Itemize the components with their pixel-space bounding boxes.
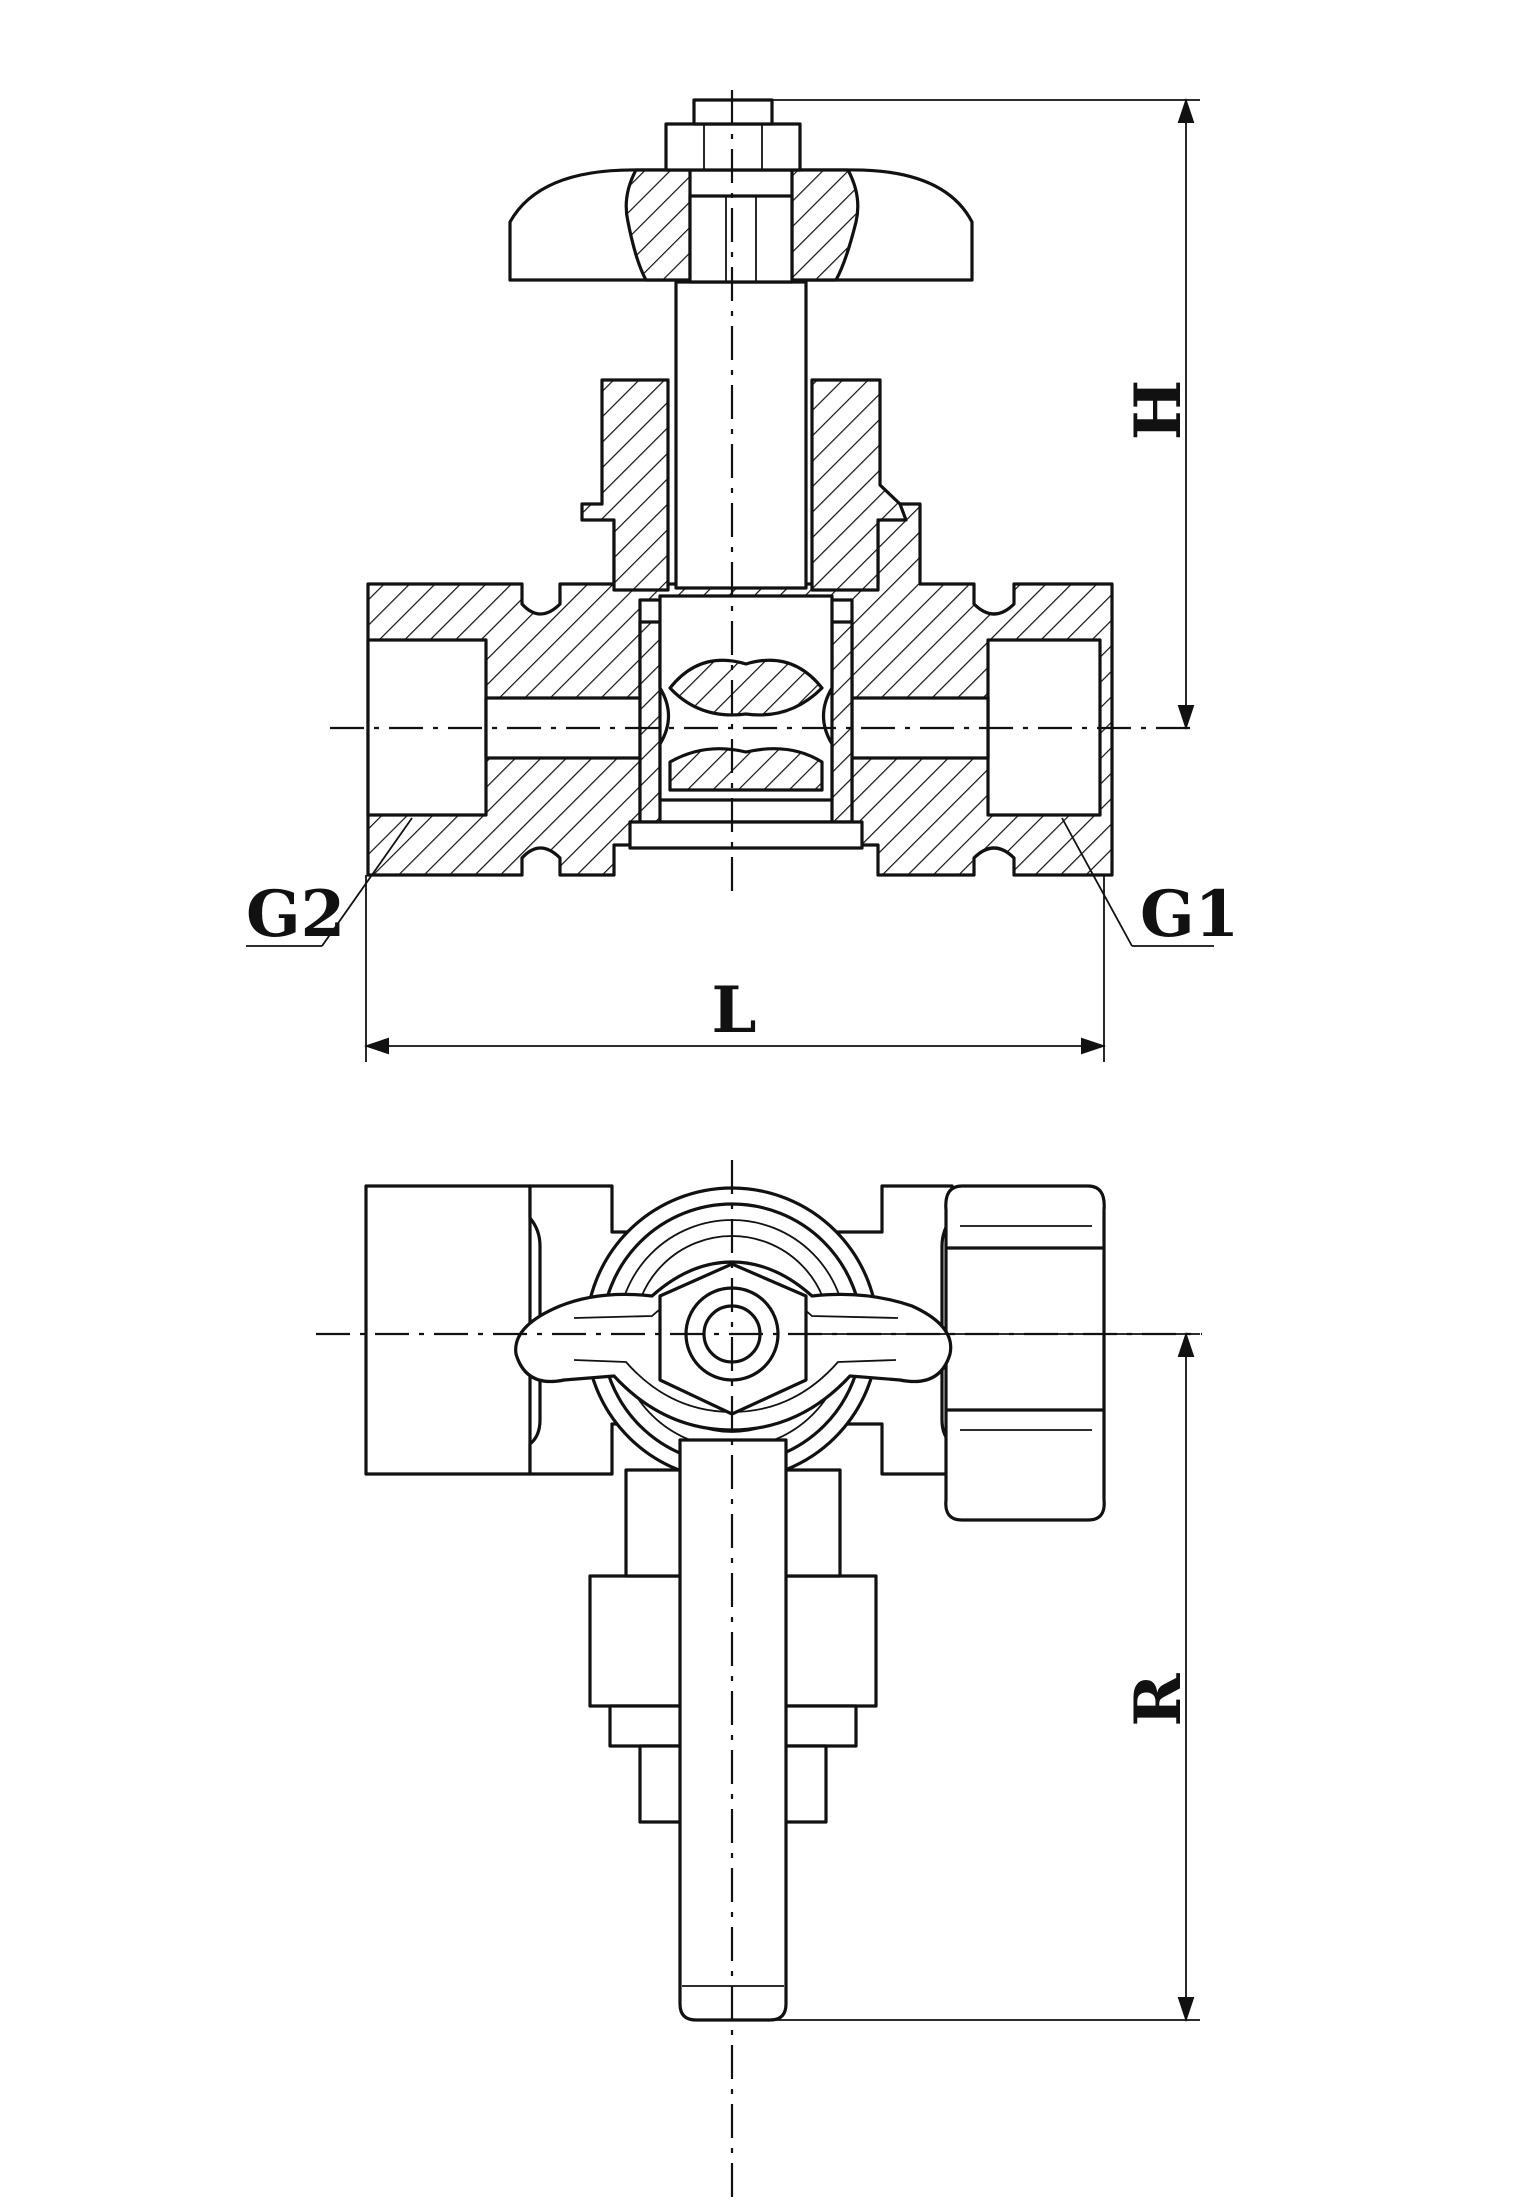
l-label: L — [712, 973, 757, 1048]
right-hex-nut — [944, 1184, 1106, 1522]
needle-core-lower — [668, 747, 824, 792]
handwheel-hub-left — [624, 168, 692, 282]
top-view: R — [316, 1160, 1202, 2198]
r-label: R — [1121, 1673, 1196, 1727]
g1-label: G1 — [1140, 877, 1239, 952]
bottom-plug — [628, 820, 864, 850]
stem — [674, 280, 808, 590]
g2-label: G2 — [246, 877, 345, 952]
section-view: H L G2 G1 — [246, 90, 1239, 1062]
stem-top — [688, 194, 794, 284]
seat-ring-left — [638, 620, 662, 824]
bonnet-section-right — [810, 378, 908, 592]
bonnet-section — [580, 378, 670, 592]
seat-ring-right — [830, 620, 854, 824]
needle-core — [668, 658, 824, 717]
handwheel-hub-right — [790, 168, 860, 282]
h-label: H — [1121, 380, 1196, 440]
left-port-square — [364, 1184, 532, 1476]
